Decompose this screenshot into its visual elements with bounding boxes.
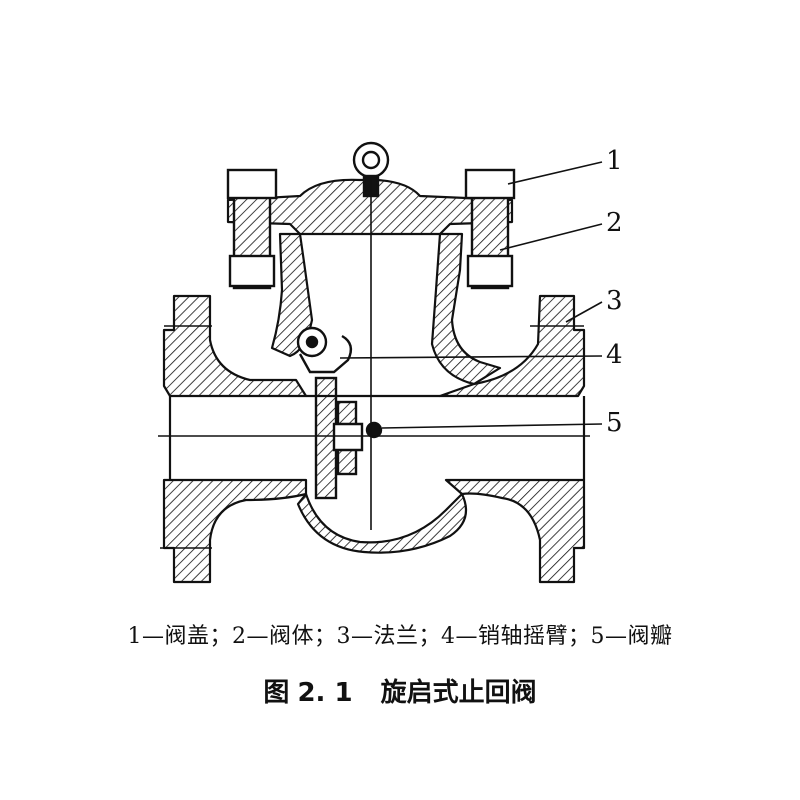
figure-title-text: 旋启式止回阀 (380, 678, 537, 708)
callout-2: 2 (606, 208, 623, 238)
flange-right (438, 294, 586, 398)
leader-4 (339, 355, 603, 359)
leader-1 (507, 161, 603, 185)
bonnet (226, 178, 514, 236)
figure-label: 图 (263, 678, 290, 708)
leader-2 (499, 223, 603, 251)
body-neck-right (430, 232, 502, 386)
leader-3 (565, 301, 603, 323)
lifting-eye (352, 141, 390, 179)
flange-left-lower (162, 478, 308, 584)
callout-4: 4 (606, 340, 623, 370)
callout-5: 5 (606, 408, 623, 438)
callout-3: 3 (606, 286, 623, 316)
callout-1: 1 (606, 146, 623, 176)
body-neck-left (270, 232, 314, 358)
flange-left (162, 294, 308, 398)
legend-caption: 1—阀盖；2—阀体；3—法兰；4—销轴摇臂；5—阀瓣 (127, 624, 673, 649)
body-bottom (296, 492, 468, 554)
figure-number: 2. 1 (297, 678, 353, 708)
swing-arm (298, 334, 353, 374)
flange-right-lower (444, 478, 586, 584)
swing-check-valve-drawing (158, 141, 603, 584)
leader-5 (381, 423, 603, 429)
